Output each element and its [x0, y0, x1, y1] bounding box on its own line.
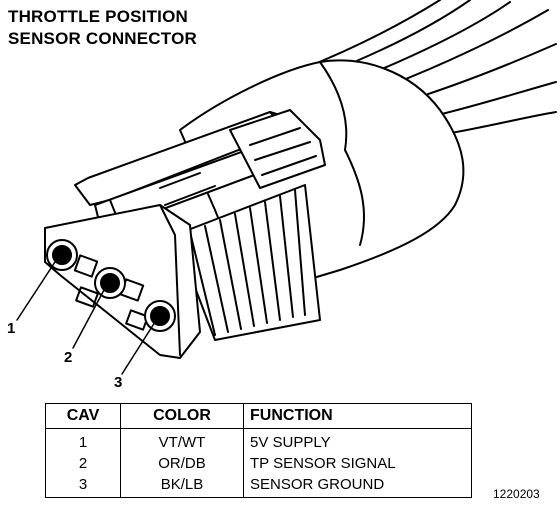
callout-3: 3 [114, 374, 123, 391]
table-row: 1 VT/WT 5V SUPPLY [46, 428, 472, 453]
cell-function: SENSOR GROUND [243, 474, 472, 498]
cell-color: OR/DB [120, 453, 244, 474]
header-function: FUNCTION [243, 403, 472, 429]
callout-1: 1 [7, 320, 16, 337]
header-color: COLOR [120, 403, 244, 429]
title-line-2: SENSOR CONNECTOR [8, 29, 197, 48]
cavity-2-pin [94, 267, 126, 299]
leader-line-3 [121, 321, 156, 375]
cell-function: TP SENSOR SIGNAL [243, 453, 472, 474]
cell-function: 5V SUPPLY [243, 428, 472, 453]
leader-line-2 [72, 289, 105, 349]
figure-id: 1220203 [493, 487, 540, 501]
cavity-1-pin [46, 239, 78, 271]
callout-2: 2 [64, 349, 73, 366]
table-header-row: CAV COLOR FUNCTION [45, 403, 472, 429]
cell-color: VT/WT [120, 428, 244, 453]
pinout-table: CAV COLOR FUNCTION 1 VT/WT 5V SUPPLY 2 O… [45, 403, 472, 498]
table-row: 3 BK/LB SENSOR GROUND [46, 474, 472, 498]
connector-latch [74, 109, 326, 226]
title-line-1: THROTTLE POSITION [8, 7, 189, 26]
cavity-3-pin [144, 300, 176, 332]
cell-cav: 3 [78, 476, 88, 493]
leader-line-1 [16, 261, 56, 321]
table-row: 2 OR/DB TP SENSOR SIGNAL [46, 453, 472, 474]
connector-ribs [174, 184, 321, 341]
connector-illustration [16, 0, 557, 375]
diagram-title: THROTTLE POSITION SENSOR CONNECTOR [8, 6, 197, 50]
cell-cav: 1 [78, 434, 88, 451]
cell-cav: 2 [78, 455, 88, 472]
cell-color: BK/LB [120, 474, 244, 498]
header-cav: CAV [45, 403, 121, 429]
